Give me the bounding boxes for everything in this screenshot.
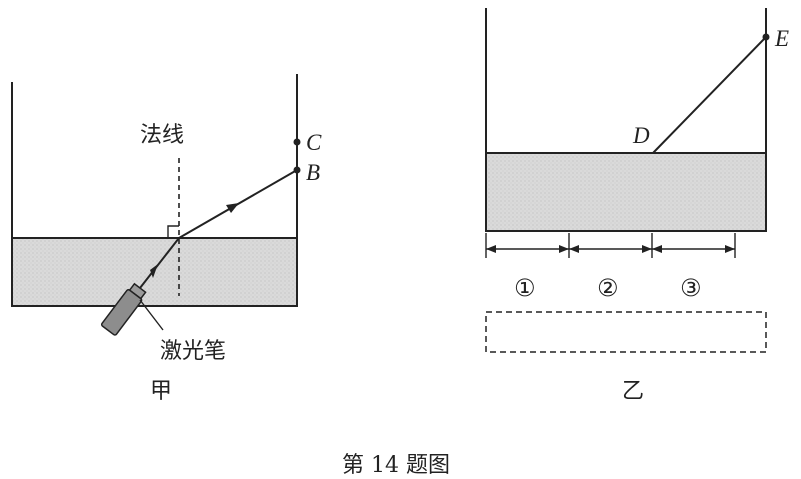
container-yi [485, 8, 767, 232]
pen-label: 激光笔 [160, 339, 226, 364]
point-e-label: E [774, 26, 789, 51]
segment-label-1: ① [514, 274, 536, 302]
incident-ray [139, 237, 180, 289]
caption-yi: 乙 [622, 379, 644, 404]
normal-label: 法线 [140, 123, 184, 148]
answer-box [485, 311, 767, 353]
panel-yi: E D ① ② ③ 乙 [485, 8, 789, 404]
figure-caption: 第 14 题图 [342, 453, 450, 478]
incident-arrow [150, 264, 158, 278]
panel-jia: C B 法线 激光笔 甲 [11, 74, 322, 404]
laser-pen-icon [100, 282, 147, 336]
point-c-dot [293, 138, 301, 146]
right-angle-mark [167, 225, 179, 238]
point-d-label: D [632, 123, 650, 148]
segment-label-2: ② [597, 274, 619, 302]
liquid-yi [486, 153, 766, 231]
point-b-label: B [306, 160, 320, 185]
caption-jia: 甲 [150, 379, 172, 404]
refracted-arrow [226, 203, 239, 213]
point-b-dot [293, 166, 301, 174]
pen-leader-line [139, 299, 164, 331]
point-c-label: C [306, 130, 322, 155]
ray-de [652, 36, 767, 154]
dimension-marks [485, 233, 736, 258]
container-jia [11, 74, 298, 307]
point-e-dot [762, 33, 770, 41]
segment-label-3: ③ [680, 274, 702, 302]
